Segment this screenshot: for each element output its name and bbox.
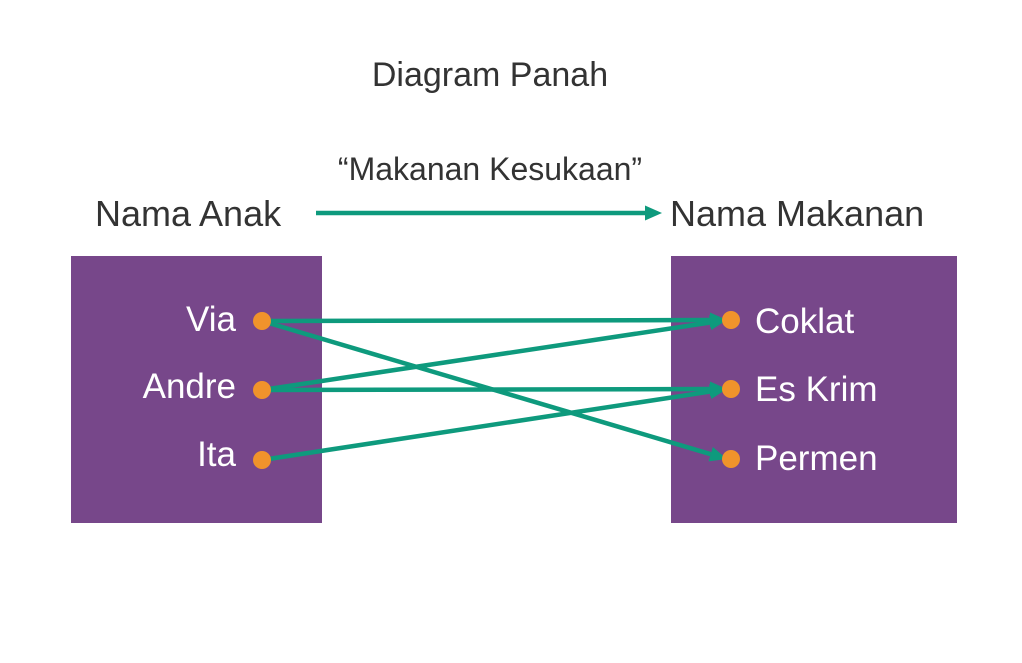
domain-member-andre: Andre: [142, 367, 236, 406]
codomain-member-es-krim: Es Krim: [755, 370, 878, 409]
domain-member-ita: Ita: [197, 435, 236, 474]
codomain-dot-coklat: [722, 311, 740, 329]
mapping-arrow-ita-to-es-krim: [261, 384, 727, 463]
relation-arrow-head: [645, 205, 662, 221]
codomain-member-coklat: Coklat: [755, 302, 855, 341]
relation-arrow: [316, 205, 662, 221]
mapping-arrow-andre-to-es-krim: [261, 381, 727, 397]
codomain-member-permen: Permen: [755, 439, 878, 478]
mapping-arrow-via-to-coklat: [261, 312, 727, 328]
mapping-arrow-ita-to-es-krim-shaft: [261, 389, 711, 463]
mapping-arrow-andre-to-coklat: [261, 315, 727, 393]
codomain-set-label: Nama Makanan: [670, 193, 925, 234]
mapping-arrow-via-to-coklat-shaft: [261, 317, 711, 324]
relation-label: “Makanan Kesukaan”: [337, 151, 643, 187]
domain-dot-ita: [253, 451, 271, 469]
domain-dot-andre: [253, 381, 271, 399]
codomain-dot-es-krim: [722, 380, 740, 398]
mapping-arrow-andre-to-coklat-shaft: [261, 320, 711, 393]
domain-dot-via: [253, 312, 271, 330]
diagram-title: Diagram Panah: [371, 56, 609, 94]
domain-set-label: Nama Anak: [95, 193, 282, 234]
codomain-dot-permen: [722, 450, 740, 468]
domain-member-via: Via: [186, 300, 236, 339]
mapping-arrow-andre-to-es-krim-shaft: [261, 386, 711, 393]
